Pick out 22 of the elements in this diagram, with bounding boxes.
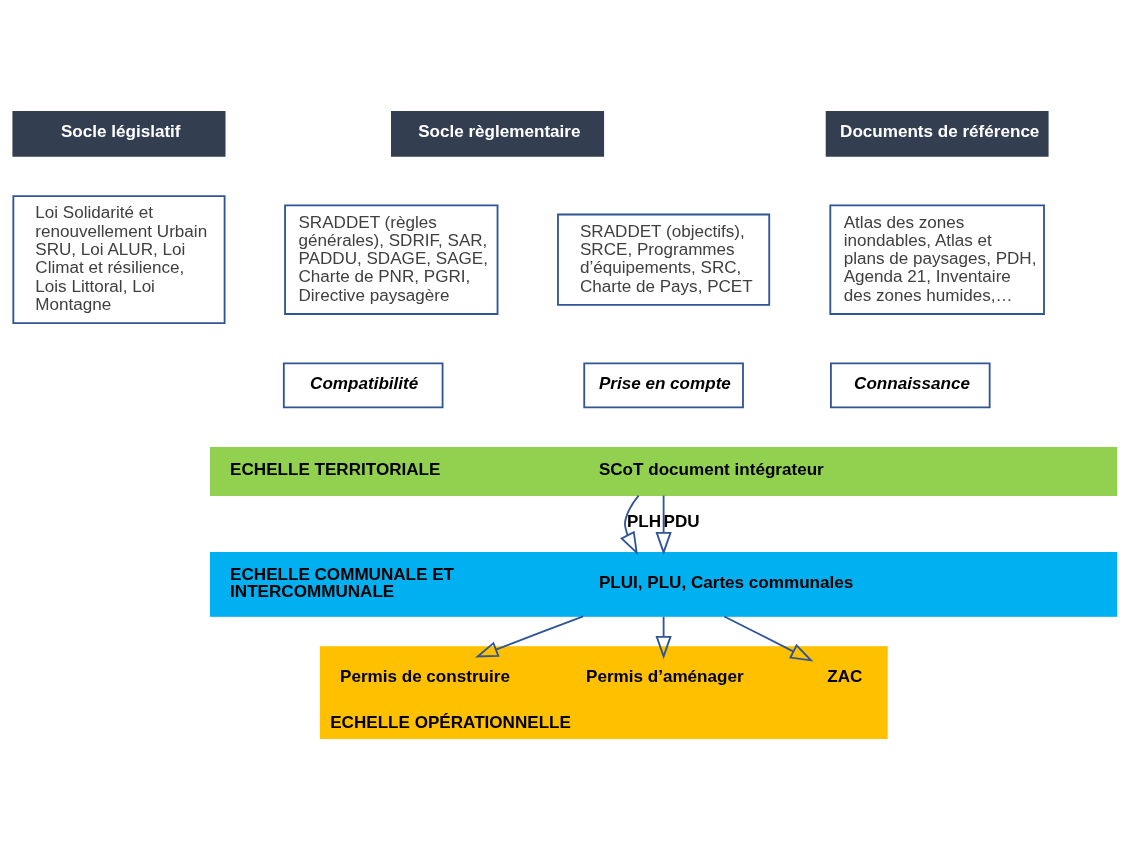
node-box: Documents de référence (825, 110, 1049, 157)
node-text: Permis de construire (340, 666, 510, 686)
node-box: ECHELLE COMMUNALE ET INTERCOMMUNALE PLUI, PLU, Cartes communales (209, 552, 1118, 617)
node-box: Compatibilité (282, 362, 444, 409)
node-box: SRADDET (règles générales), SDRIF, SAR, PADDU, SDAGE, SAGE, Charte de PNR, PGRI, Directive paysagère (284, 204, 499, 315)
node-box: Socle règlementaire (391, 110, 605, 157)
node-text: Permis d’aménager (586, 666, 744, 686)
arrow (620, 494, 640, 556)
node-text: ZAC (827, 666, 863, 686)
node-box: Connaissance (830, 362, 991, 409)
node-box: Atlas des zones inondables, Atlas et plans de paysages, PDH, Agenda 21, Inventaire des zones humides,… (829, 204, 1045, 315)
arrow (475, 615, 585, 658)
node-box: Socle législatif (12, 110, 226, 157)
node-box: Prise en compte (583, 362, 744, 409)
edge-label: PLH (626, 512, 662, 532)
arrow (655, 494, 672, 556)
arrow (723, 615, 814, 662)
node-box: ECHELLE TERRITORIALE SCoT document intégrateur (209, 447, 1118, 496)
node-box: Loi Solidarité et renouvellement Urbain SRU, Loi ALUR, Loi Climat et résilience, Lois Littoral, Loi Montagne (12, 195, 226, 325)
node-box: SRADDET (objectifs), SRCE, Programmes d’équipements, SRC, Charte de Pays, PCET (557, 213, 771, 306)
arrow (655, 615, 672, 660)
edge-label: PDU (663, 512, 700, 532)
